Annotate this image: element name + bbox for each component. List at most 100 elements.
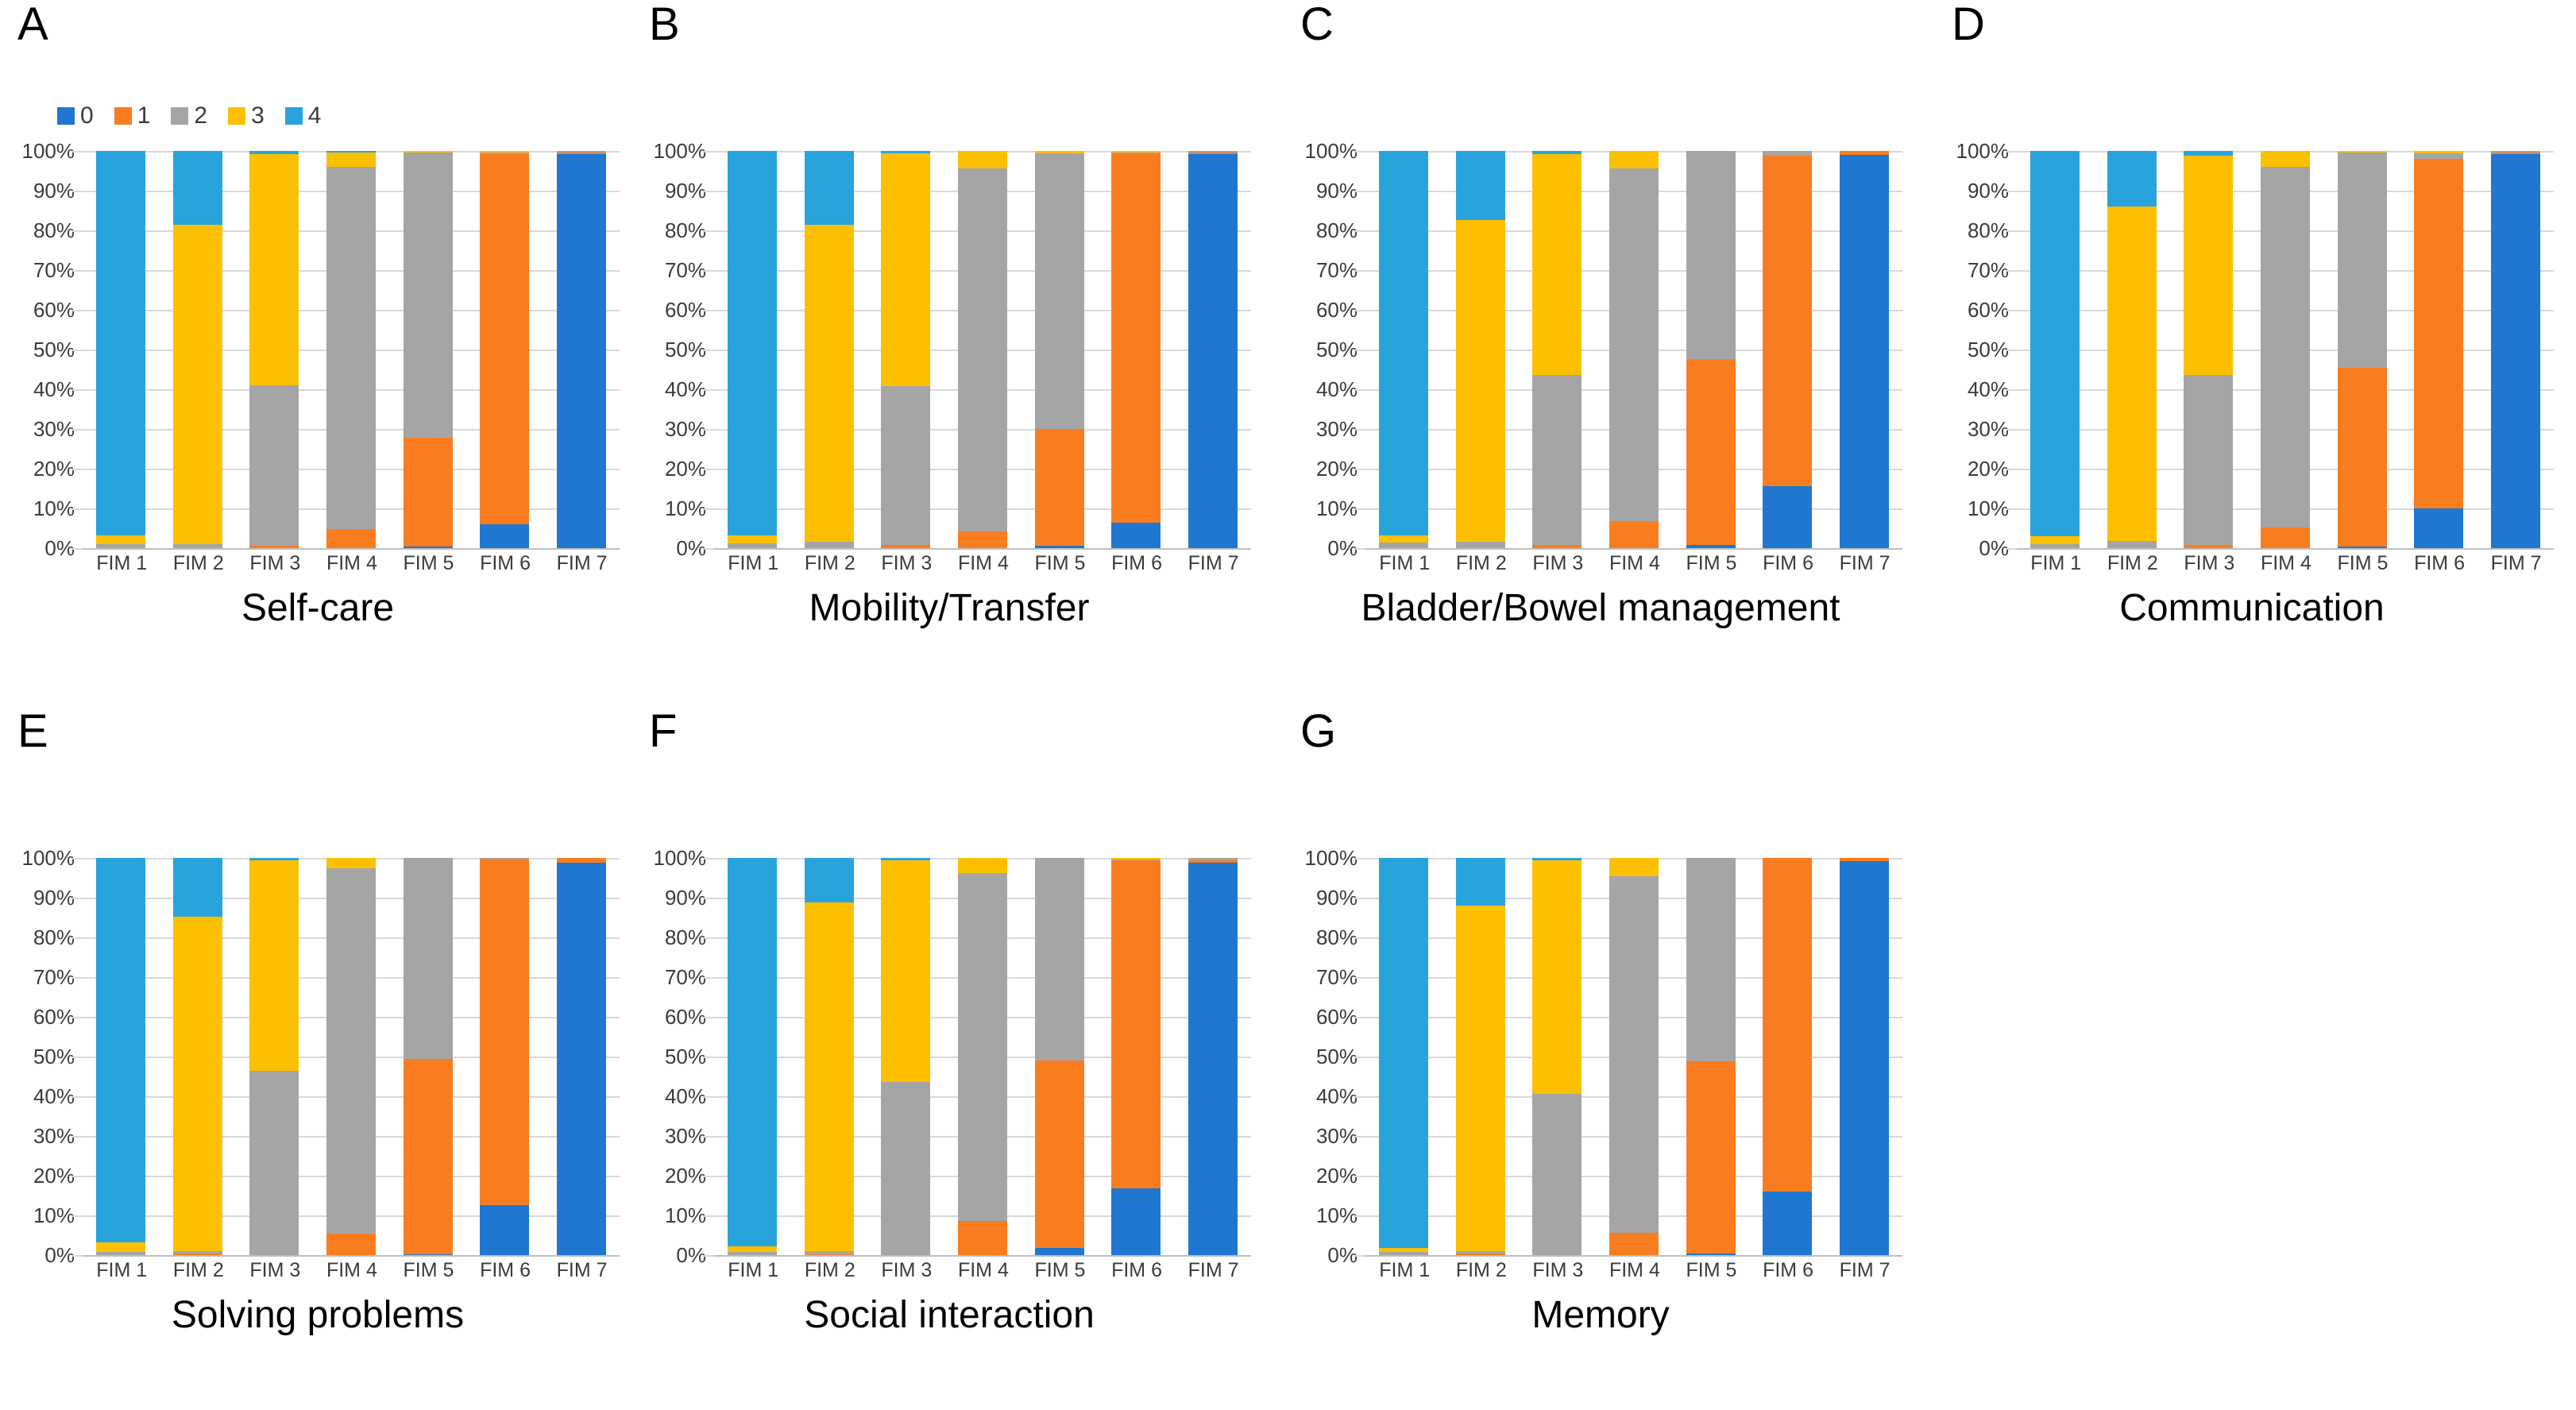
- bar-segment-4: [96, 858, 146, 1242]
- bar-slot: [556, 858, 606, 1255]
- bar-segment-3: [96, 1242, 146, 1252]
- stacked-bar[interactable]: [728, 151, 778, 548]
- y-tick-label: 10%: [1315, 496, 1358, 520]
- bar-segment-1: [1763, 858, 1813, 1192]
- y-tick-mark: [703, 898, 714, 899]
- bar-segment-2: [1188, 858, 1238, 860]
- stacked-bar[interactable]: [957, 858, 1007, 1255]
- stacked-bar[interactable]: [728, 858, 778, 1255]
- bar-segment-3: [804, 902, 854, 1251]
- stacked-bar[interactable]: [1034, 151, 1084, 548]
- stacked-bar[interactable]: [1609, 151, 1659, 548]
- stacked-bar[interactable]: [1532, 151, 1582, 548]
- x-tick-label: FIM 6: [1111, 1259, 1162, 1281]
- legend-label: 1: [137, 102, 151, 129]
- x-tick-label: FIM 3: [881, 1259, 933, 1281]
- bar-segment-3: [1379, 535, 1429, 543]
- stacked-bar[interactable]: [1034, 858, 1084, 1255]
- bar-segment-1: [326, 1233, 376, 1255]
- stacked-bar[interactable]: [2030, 151, 2080, 548]
- x-tick-label: FIM 3: [1532, 552, 1584, 574]
- x-tick-label: FIM 4: [1609, 552, 1660, 574]
- stacked-bar[interactable]: [804, 858, 854, 1255]
- y-tick-mark: [71, 310, 83, 311]
- bar-segment-1: [1763, 156, 1813, 486]
- stacked-bar[interactable]: [1188, 858, 1238, 1255]
- stacked-bar[interactable]: [2337, 151, 2387, 548]
- stacked-bar[interactable]: [957, 151, 1007, 548]
- bar-segment-0: [1686, 545, 1736, 548]
- bar-segment-2: [804, 1250, 854, 1254]
- y-tick-mark: [703, 350, 714, 351]
- legend-item-4[interactable]: 4: [284, 104, 321, 128]
- bar-segment-1: [1034, 1060, 1084, 1248]
- bar-slot: [804, 151, 854, 548]
- stacked-bar[interactable]: [480, 858, 530, 1255]
- stacked-bar[interactable]: [1379, 151, 1429, 548]
- stacked-bar[interactable]: [1686, 858, 1736, 1255]
- legend-item-1[interactable]: 1: [114, 102, 151, 129]
- stacked-bar[interactable]: [96, 858, 146, 1255]
- stacked-bar[interactable]: [804, 151, 854, 548]
- stacked-bar[interactable]: [96, 151, 146, 548]
- stacked-bar[interactable]: [2260, 151, 2310, 548]
- y-tick-label: 50%: [664, 1045, 706, 1068]
- stacked-bar[interactable]: [172, 151, 222, 548]
- bar-segment-3: [728, 1246, 778, 1252]
- stacked-bar[interactable]: [2107, 151, 2157, 548]
- bar-slot: [1686, 151, 1736, 548]
- bar-slot: [1839, 151, 1889, 548]
- stacked-bar[interactable]: [1455, 151, 1505, 548]
- legend-item-3[interactable]: 3: [228, 104, 265, 128]
- stacked-bar[interactable]: [1839, 151, 1889, 548]
- legend-item-2[interactable]: 2: [171, 104, 207, 128]
- y-tick-label: 0%: [44, 536, 75, 560]
- stacked-bar[interactable]: [881, 858, 931, 1255]
- y-tick-mark: [1354, 858, 1365, 860]
- bar-slot: [1188, 858, 1238, 1255]
- stacked-bar[interactable]: [403, 151, 453, 548]
- stacked-bar[interactable]: [403, 858, 453, 1255]
- bar-segment-1: [326, 529, 376, 548]
- stacked-bar[interactable]: [556, 151, 606, 548]
- stacked-bar[interactable]: [881, 151, 931, 548]
- x-tick-label: FIM 4: [1609, 1259, 1660, 1281]
- stacked-bar[interactable]: [1455, 858, 1505, 1255]
- legend-item-0[interactable]: 0: [57, 104, 94, 128]
- bar-segment-2: [881, 1081, 931, 1255]
- stacked-bar[interactable]: [1379, 858, 1429, 1255]
- bar-slot: [1455, 858, 1505, 1255]
- stacked-bar[interactable]: [326, 151, 376, 548]
- bar-segment-1: [1532, 544, 1582, 548]
- stacked-bar[interactable]: [326, 858, 376, 1255]
- y-tick-label: 60%: [33, 298, 75, 322]
- stacked-bar[interactable]: [1686, 151, 1736, 548]
- y-tick-label: 40%: [1315, 1084, 1358, 1108]
- bar-group: [2017, 151, 2554, 548]
- stacked-bar[interactable]: [2490, 151, 2540, 548]
- stacked-bar[interactable]: [172, 858, 222, 1255]
- stacked-bar[interactable]: [1839, 858, 1889, 1255]
- gridline: [714, 1255, 1251, 1257]
- stacked-bar[interactable]: [249, 151, 299, 548]
- stacked-bar[interactable]: [1763, 858, 1813, 1255]
- stacked-bar[interactable]: [1188, 151, 1238, 548]
- stacked-bar[interactable]: [1111, 858, 1161, 1255]
- stacked-bar[interactable]: [556, 858, 606, 1255]
- stacked-bar[interactable]: [2184, 151, 2234, 548]
- bar-segment-0: [1111, 1188, 1161, 1255]
- stacked-bar[interactable]: [1763, 151, 1813, 548]
- bar-segment-1: [957, 1221, 1007, 1255]
- y-tick-mark: [703, 151, 714, 153]
- stacked-bar[interactable]: [249, 858, 299, 1255]
- bar-segment-3: [249, 154, 299, 385]
- stacked-bar[interactable]: [2414, 151, 2464, 548]
- stacked-bar[interactable]: [1111, 151, 1161, 548]
- bar-slot: [403, 858, 453, 1255]
- bar-slot: [249, 151, 299, 548]
- bar-segment-2: [480, 858, 530, 859]
- stacked-bar[interactable]: [1532, 858, 1582, 1255]
- stacked-bar[interactable]: [480, 151, 530, 548]
- stacked-bar[interactable]: [1609, 858, 1659, 1255]
